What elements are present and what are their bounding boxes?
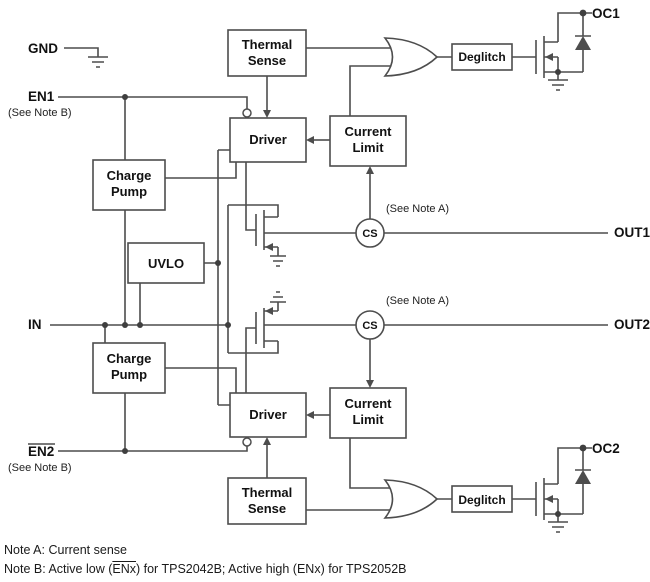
power-mosfet1-icon (228, 162, 286, 267)
uvlo-label: UVLO (148, 256, 184, 271)
arrowheads (263, 110, 374, 445)
pin-label-out2: OUT2 (614, 317, 650, 332)
block-driver-1: Driver (229, 117, 307, 163)
cs1-label: CS (362, 228, 377, 240)
uvlo-drivers-wire (204, 149, 230, 406)
charge-pump-1-label-line2: Pump (111, 184, 147, 199)
see-note-a-2: (See Note A) (386, 295, 449, 307)
climit1-or1-wire (349, 65, 393, 116)
note-a: Note A: Current sense (4, 543, 127, 557)
block-uvlo: UVLO (127, 242, 205, 284)
note-b-enx-overline: ENx (112, 562, 136, 576)
current-limit-2-label-line2: Limit (352, 412, 384, 427)
block-deglitch-2: Deglitch (451, 485, 513, 513)
oc2-diode-icon (575, 448, 591, 514)
note-b: Note B: Active low (ENx) for TPS2042B; A… (4, 562, 407, 576)
pin-label-en1: EN1 (28, 89, 55, 104)
see-note-a-1: (See Note A) (386, 203, 449, 215)
current-limit-1-label-line1: Current (345, 124, 393, 139)
oc1-diode-icon (575, 13, 591, 72)
power-mosfet2-icon (228, 291, 286, 393)
thermal-sense-2-label-line1: Thermal (242, 485, 293, 500)
pin-label-gnd: GND (28, 41, 58, 56)
or-gate2-icon (383, 479, 439, 519)
current-limit-2-label-line1: Current (345, 396, 393, 411)
block-charge-pump-1: Charge Pump (92, 159, 166, 211)
block-current-limit-2: Current Limit (329, 387, 407, 439)
see-note-b-1: (See Note B) (8, 107, 72, 119)
cpump2-driver2-wire (165, 367, 237, 393)
or-gate1-icon (383, 37, 439, 77)
en2-wire (58, 393, 248, 452)
driver-2-label: Driver (249, 407, 287, 422)
pin-label-oc1: OC1 (592, 6, 620, 21)
current-limit-1-label-line2: Limit (352, 140, 384, 155)
block-thermal-sense-2: Thermal Sense (227, 477, 307, 525)
charge-pump-1-label-line1: Charge (107, 168, 152, 183)
charge-pump-2-label-line1: Charge (107, 351, 152, 366)
cs2-label: CS (362, 320, 377, 332)
thermal-sense-1-label-line1: Thermal (242, 37, 293, 52)
deglitch-2-label: Deglitch (458, 493, 505, 507)
see-note-b-2: (See Note B) (8, 462, 72, 474)
block-charge-pump-2: Charge Pump (92, 342, 166, 394)
wiring (28, 47, 608, 511)
block-diagram-svg: Thermal Sense Deglitch Driver Current Li… (8, 6, 650, 533)
deglitch-1-label: Deglitch (458, 50, 505, 64)
note-b-part2: ) for TPS2042B; Active high (ENx) for TP… (136, 562, 407, 576)
pin-label-in: IN (28, 317, 42, 332)
note-a-text: Note A: Current sense (4, 543, 127, 557)
block-current-limit-1: Current Limit (329, 115, 407, 167)
thermal-sense-2-label-line2: Sense (248, 501, 286, 516)
thermal-sense-1-label-line2: Sense (248, 53, 286, 68)
cs1-circle-icon: CS (355, 218, 385, 248)
cs2-circle-icon: CS (355, 310, 385, 340)
cpump1-driver1-wire (165, 162, 237, 179)
pin-label-out1: OUT1 (614, 225, 650, 240)
en1-wire (58, 96, 248, 160)
block-driver-2: Driver (229, 392, 307, 438)
block-thermal-sense-1: Thermal Sense (227, 29, 307, 77)
en2-active-low-bubble-icon (242, 437, 252, 447)
driver-1-label: Driver (249, 132, 287, 147)
climit2-or2-wire (349, 438, 393, 489)
gnd-ground-icon (64, 47, 108, 68)
en1-active-low-bubble-icon (242, 108, 252, 118)
pin-label-oc2: OC2 (592, 441, 620, 456)
charge-pump-2-label-line2: Pump (111, 367, 147, 382)
pin-label-en2: EN2 (28, 444, 54, 459)
note-b-part1: Note B: Active low ( (4, 562, 113, 576)
junction-dots (102, 9, 587, 517)
block-deglitch-1: Deglitch (451, 43, 513, 71)
